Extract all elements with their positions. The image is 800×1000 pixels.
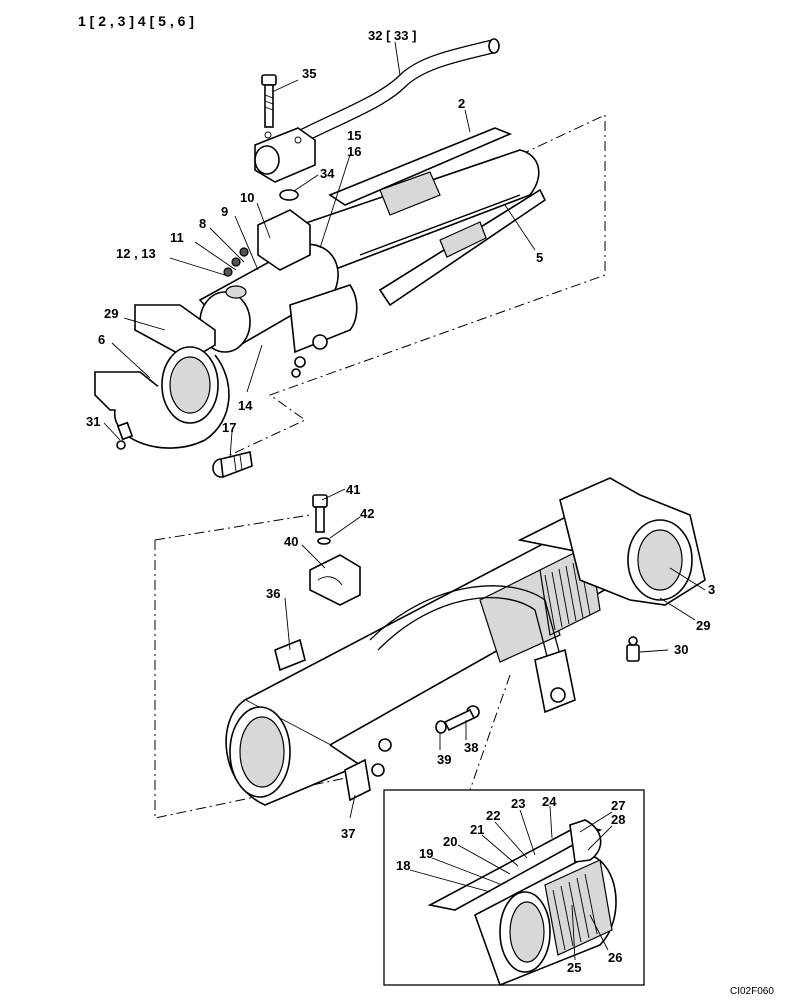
callout-19: 19 [419, 846, 433, 861]
drawing-code: CI02F060 [730, 986, 774, 997]
callout-25: 25 [567, 960, 581, 975]
callout-39: 39 [437, 752, 451, 767]
callout-2: 2 [458, 96, 465, 111]
callout-27: 27 [611, 798, 625, 813]
bracket-36 [274, 638, 306, 672]
callout-labels: 32 [ 33 ] 35 2 15 16 34 10 9 8 11 12 , 1… [86, 28, 715, 975]
rod-2 [298, 127, 540, 277]
callout-18: 18 [396, 858, 410, 873]
callout-30: 30 [674, 642, 688, 657]
callout-24: 24 [542, 794, 557, 809]
callout-37: 37 [341, 826, 355, 841]
callout-35: 35 [302, 66, 316, 81]
callout-38: 38 [464, 740, 478, 755]
tube-32 [299, 39, 493, 131]
callout-10: 10 [240, 190, 254, 205]
callout-12-13: 12 , 13 [116, 246, 156, 261]
bolt-17 [212, 451, 253, 479]
callout-34: 34 [320, 166, 335, 181]
callout-42: 42 [360, 506, 374, 521]
grease-fitting-31 [116, 421, 134, 450]
callout-22: 22 [486, 808, 500, 823]
callout-31: 31 [86, 414, 100, 429]
callout-32-33: 32 [ 33 ] [368, 28, 416, 43]
rod-end-6 [94, 304, 230, 449]
callout-5: 5 [536, 250, 543, 265]
callout-36: 36 [266, 586, 280, 601]
bolt-41 [312, 494, 328, 533]
detail-frame [383, 789, 645, 986]
cylinder-tube-3 [225, 499, 662, 806]
callout-23: 23 [511, 796, 525, 811]
callout-29-upper: 29 [104, 306, 118, 321]
callout-26: 26 [608, 950, 622, 965]
callout-28: 28 [611, 812, 625, 827]
callout-41: 41 [346, 482, 360, 497]
callout-21: 21 [470, 822, 484, 837]
callout-6: 6 [98, 332, 105, 347]
callout-14: 14 [238, 398, 253, 413]
upper-leader-lines [103, 41, 536, 459]
callout-11: 11 [170, 230, 184, 245]
upper-boundary-line [229, 114, 606, 456]
callout-3: 3 [708, 582, 715, 597]
bolt-35 [261, 74, 277, 128]
washer-42 [317, 537, 331, 545]
lower-leader-lines [284, 488, 706, 819]
washer-39 [435, 720, 447, 734]
pipe [369, 585, 561, 656]
flange-block [254, 127, 316, 183]
lower-assembly [154, 477, 706, 819]
callout-40: 40 [284, 534, 298, 549]
callout-9: 9 [221, 204, 228, 219]
callout-8: 8 [199, 216, 206, 231]
callout-16: 16 [347, 144, 361, 159]
bracket-37 [344, 758, 371, 802]
grease-fitting-30 [626, 636, 640, 662]
callout-29-lower: 29 [696, 618, 710, 633]
detail-inset [383, 789, 645, 987]
assembly-notation: 1 [ 2 , 3 ] 4 [ 5 , 6 ] [78, 13, 194, 29]
clamp-40 [309, 554, 361, 606]
cylinder-bottom-end [559, 477, 706, 606]
callout-15: 15 [347, 128, 361, 143]
callout-17: 17 [222, 420, 236, 435]
upper-assembly [94, 38, 606, 479]
bolt-38 [443, 705, 480, 732]
o-ring-34 [279, 189, 299, 201]
callout-20: 20 [443, 834, 457, 849]
